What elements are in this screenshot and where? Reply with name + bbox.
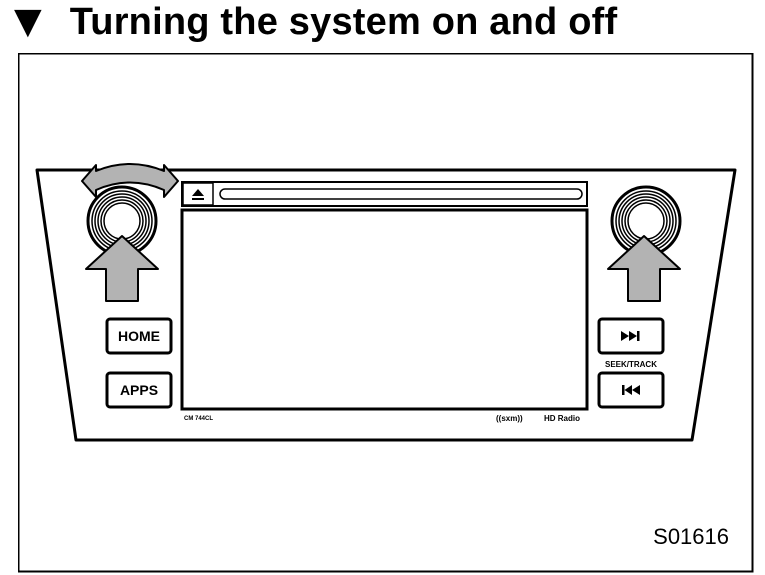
page-title: Turning the system on and off [69,1,618,43]
model-label: CM 744CL [184,416,213,422]
section-heading: ▼ Turning the system on and off [14,0,754,44]
seek-track-down-button[interactable] [597,371,665,409]
power-volume-knob[interactable] [81,163,179,302]
next-track-icon [621,331,640,341]
previous-track-icon [622,385,640,395]
press-arrow-icon [607,235,681,302]
display-screen[interactable] [180,208,589,411]
audio-unit-illustration: HOME APPS SEEK/TRACK CM 744CL ((sxm)) HD… [18,53,754,573]
seek-track-up-button[interactable] [597,317,665,355]
triangle-marker-icon: ▼ [14,1,42,42]
apps-button[interactable]: APPS [105,371,173,409]
press-arrow-icon [85,235,159,302]
eject-icon [192,189,204,200]
rotate-arrow-icon [81,163,179,198]
seek-track-label: SEEK/TRACK [605,360,657,369]
hd-radio-logo: HD Radio [544,414,580,423]
figure-code: S01616 [653,524,729,549]
home-button-label: HOME [118,328,160,344]
disc-slot [219,188,583,200]
apps-button-label: APPS [120,382,158,398]
home-button[interactable]: HOME [105,317,173,355]
tune-scroll-knob[interactable] [607,185,682,302]
figure-frame [18,53,754,573]
sxm-logo: ((sxm)) [496,414,523,423]
cd-slot-strip [181,181,588,207]
